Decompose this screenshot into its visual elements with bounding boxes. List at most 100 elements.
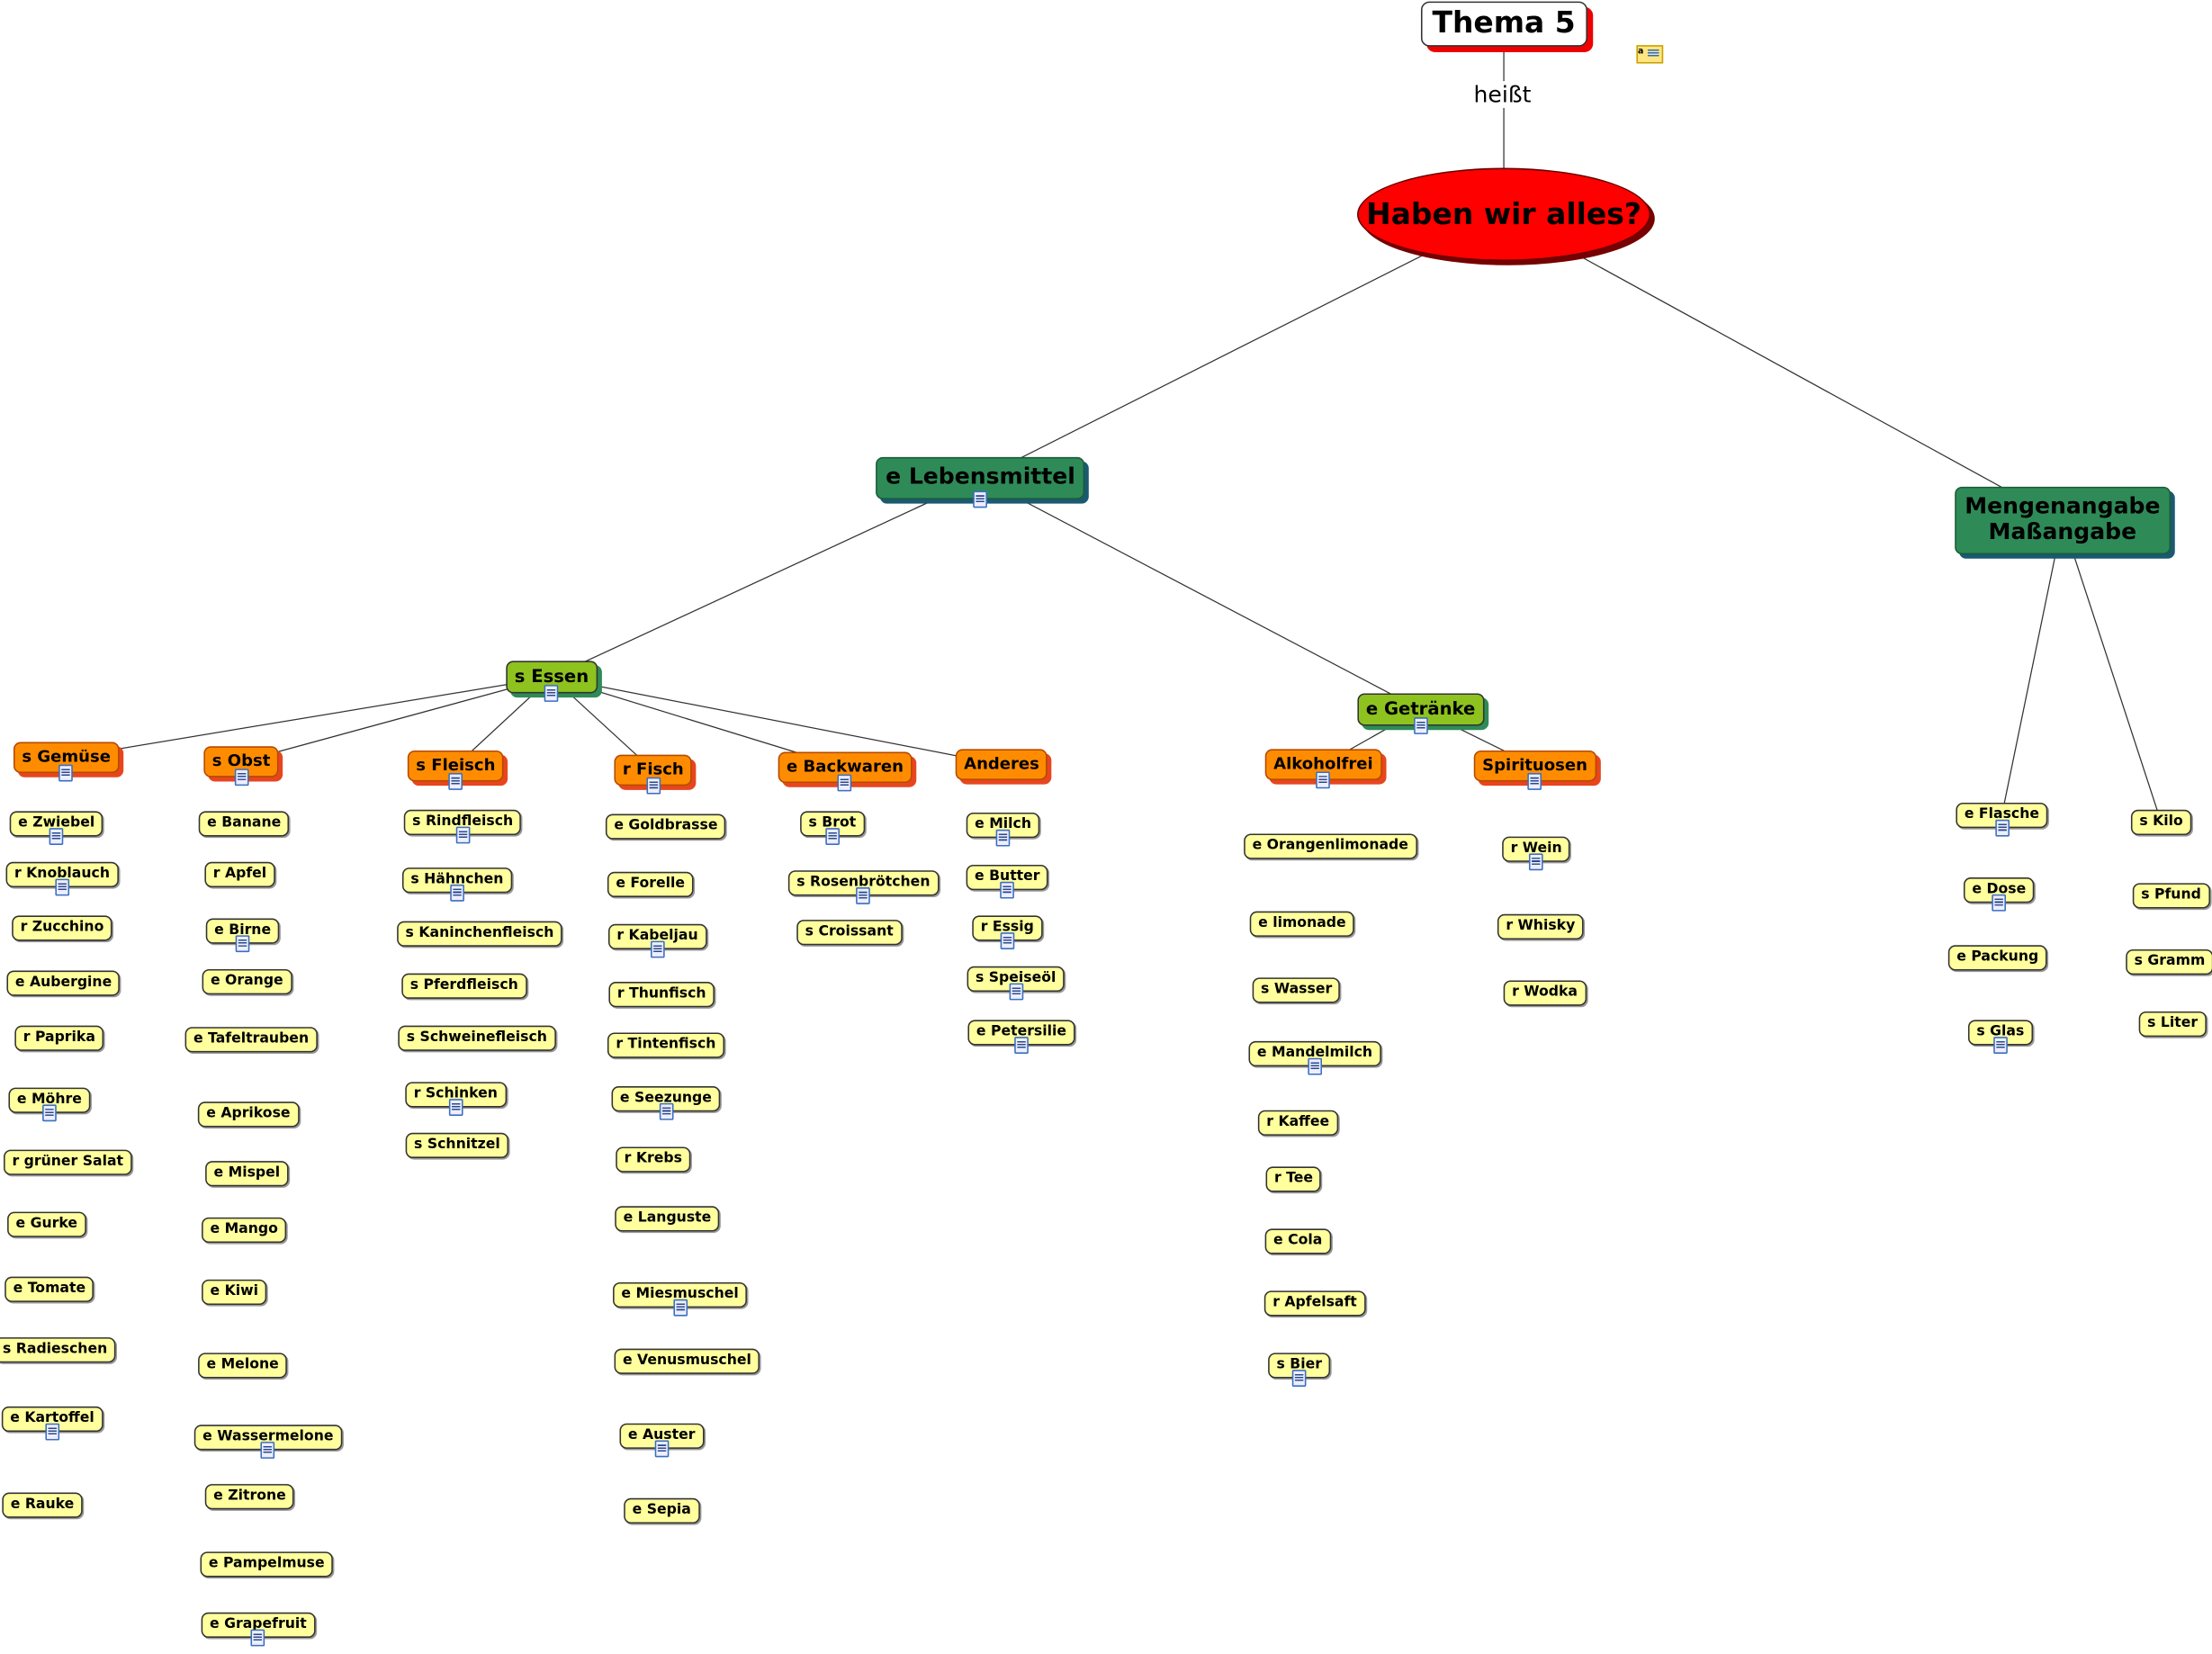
node-a3[interactable]: r Essig	[972, 915, 1043, 949]
note-icon[interactable]	[973, 490, 988, 508]
node-f1[interactable]: s Rindfleisch	[403, 809, 522, 844]
note-icon[interactable]	[838, 774, 852, 792]
node-o7[interactable]: e Mispel	[205, 1161, 289, 1187]
note-icon[interactable]	[234, 769, 248, 787]
node-o2[interactable]: r Apfel	[204, 861, 275, 888]
node-k5[interactable]: r Kaffee	[1257, 1110, 1338, 1136]
node-b2[interactable]: s Rosenbrötchen	[787, 870, 939, 904]
note-icon[interactable]	[42, 1104, 57, 1122]
node-thema[interactable]: Thema 5	[1420, 1, 1587, 47]
node-a4[interactable]: s Speiseöl	[967, 966, 1065, 1001]
node-fi3[interactable]: r Kabeljau	[607, 923, 707, 958]
node-f7[interactable]: s Schnitzel	[405, 1132, 509, 1158]
node-o1[interactable]: e Banane	[198, 811, 290, 837]
node-m7[interactable]: s Gramm	[2126, 948, 2212, 975]
node-g9[interactable]: e Tomate	[4, 1276, 94, 1302]
note-icon[interactable]	[645, 777, 661, 795]
note-icon[interactable]	[672, 1299, 688, 1317]
node-g1[interactable]: e Zwiebel	[9, 811, 103, 845]
node-o11[interactable]: e Wassermelone	[193, 1425, 342, 1459]
node-fi9[interactable]: e Miesmuschel	[613, 1281, 748, 1317]
note-icon[interactable]	[45, 1423, 59, 1441]
note-icon[interactable]	[825, 828, 840, 845]
note-icon[interactable]	[1000, 932, 1015, 949]
node-k2[interactable]: e limonade	[1249, 911, 1355, 937]
note-icon[interactable]	[58, 764, 74, 782]
note-icon[interactable]	[1316, 771, 1331, 789]
note-icon[interactable]	[450, 884, 464, 902]
note-icon[interactable]	[455, 826, 471, 844]
node-o5[interactable]: e Tafeltrauben	[184, 1027, 318, 1053]
node-a1[interactable]: e Milch	[966, 812, 1040, 847]
node-f3[interactable]: s Kaninchenfleisch	[397, 921, 562, 947]
node-fi8[interactable]: e Languste	[615, 1206, 720, 1232]
node-b3[interactable]: s Croissant	[796, 920, 903, 946]
node-lebensmittel[interactable]: e Lebensmittel	[876, 456, 1085, 508]
node-essen[interactable]: s Essen	[506, 661, 598, 702]
note-icon[interactable]	[856, 887, 871, 904]
node-m1[interactable]: e Flasche	[1956, 802, 2048, 837]
node-g11[interactable]: e Kartoffel	[1, 1406, 103, 1441]
node-fi11[interactable]: e Auster	[619, 1423, 704, 1458]
node-backwaren[interactable]: e Backwaren	[778, 751, 913, 792]
node-g7[interactable]: r grüner Salat	[4, 1149, 132, 1175]
note-legend-icon[interactable]: a	[1636, 45, 1664, 64]
note-icon[interactable]	[55, 878, 69, 896]
node-mengen[interactable]: Mengenangabe Maßangabe	[1955, 486, 2171, 555]
node-fi2[interactable]: e Forelle	[607, 871, 694, 897]
node-fi7[interactable]: r Krebs	[616, 1146, 691, 1173]
note-icon[interactable]	[544, 685, 559, 702]
note-icon[interactable]	[650, 940, 665, 958]
node-alkoholfrei[interactable]: Alkoholfrei	[1264, 749, 1382, 789]
note-icon[interactable]	[448, 773, 463, 790]
node-m6[interactable]: s Pfund	[2132, 883, 2210, 909]
node-g5[interactable]: r Paprika	[14, 1025, 104, 1051]
node-m2[interactable]: e Dose	[1963, 877, 2035, 912]
note-icon[interactable]	[1308, 1057, 1322, 1075]
node-fi10[interactable]: e Venusmuschel	[614, 1348, 760, 1374]
node-o13[interactable]: e Pampelmuse	[200, 1551, 334, 1578]
note-icon[interactable]	[654, 1440, 670, 1458]
node-g4[interactable]: e Aubergine	[6, 970, 121, 996]
node-o8[interactable]: e Mango	[202, 1217, 287, 1244]
node-fi1[interactable]: e Goldbrasse	[605, 814, 726, 840]
node-s1[interactable]: r Wein	[1502, 836, 1571, 871]
note-icon[interactable]	[261, 1442, 275, 1459]
node-f5[interactable]: s Schweinefleisch	[398, 1025, 556, 1051]
node-m3[interactable]: e Packung	[1947, 945, 2047, 971]
node-o10[interactable]: e Melone	[198, 1353, 288, 1379]
note-icon[interactable]	[251, 1629, 265, 1647]
note-icon[interactable]	[1994, 819, 2010, 837]
node-a5[interactable]: e Petersilie	[967, 1020, 1075, 1054]
node-fleisch[interactable]: s Fleisch	[407, 750, 504, 790]
node-k8[interactable]: r Apfelsaft	[1263, 1290, 1366, 1317]
note-icon[interactable]	[995, 829, 1011, 847]
node-fi6[interactable]: e Seezunge	[611, 1086, 721, 1120]
node-k7[interactable]: e Cola	[1264, 1228, 1331, 1254]
node-haben[interactable]: Haben wir alles?	[1357, 167, 1651, 262]
node-k3[interactable]: s Wasser	[1252, 977, 1341, 1003]
node-k4[interactable]: e Mandelmilch	[1248, 1040, 1381, 1075]
node-a2[interactable]: e Butter	[966, 864, 1048, 899]
note-icon[interactable]	[448, 1099, 463, 1116]
node-b1[interactable]: s Brot	[800, 811, 865, 845]
node-m8[interactable]: s Liter	[2138, 1011, 2207, 1038]
node-g10[interactable]: s Radieschen	[0, 1337, 116, 1363]
node-g3[interactable]: r Zucchino	[12, 915, 112, 941]
node-f2[interactable]: s Hähnchen	[401, 867, 512, 902]
node-g12[interactable]: e Rauke	[2, 1492, 83, 1518]
node-m4[interactable]: s Glas	[1967, 1020, 2033, 1054]
note-icon[interactable]	[1993, 1037, 2008, 1054]
node-fi5[interactable]: r Tintenfisch	[607, 1032, 724, 1058]
node-o6[interactable]: e Aprikose	[197, 1101, 299, 1128]
node-anderes[interactable]: Anderes	[955, 749, 1048, 780]
node-k6[interactable]: r Tee	[1265, 1166, 1322, 1192]
node-o4[interactable]: e Orange	[202, 968, 292, 995]
node-s2[interactable]: r Whisky	[1497, 913, 1584, 940]
node-g6[interactable]: e Möhre	[8, 1087, 91, 1122]
note-icon[interactable]	[1008, 983, 1023, 1001]
note-icon[interactable]	[1000, 881, 1015, 899]
node-spirituosen[interactable]: Spirituosen	[1473, 750, 1596, 790]
note-icon[interactable]	[1992, 894, 2007, 912]
node-o12[interactable]: e Zitrone	[204, 1484, 295, 1510]
